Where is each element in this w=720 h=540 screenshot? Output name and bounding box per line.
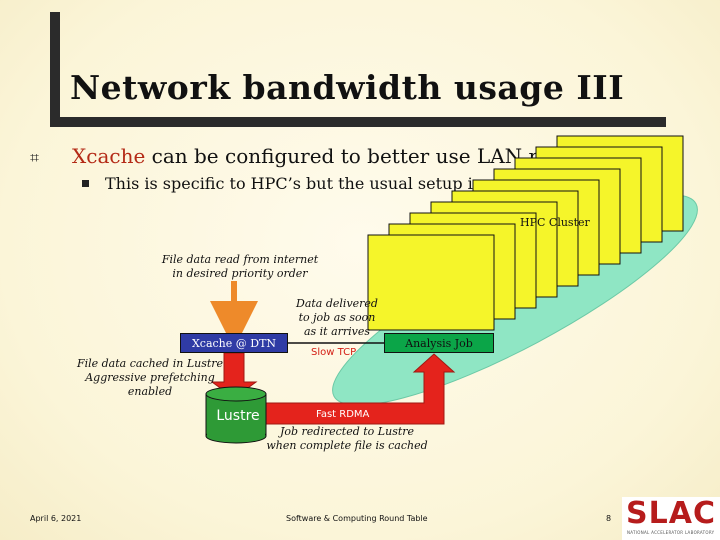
slow-tcp-label: Slow TCP [311, 347, 357, 358]
slac-logo-text: SLAC [626, 496, 716, 531]
job-redirected-line-2: when complete file is cached [266, 439, 428, 452]
xcache-dtn-box: Xcache @ DTN [180, 333, 288, 353]
job-redirected-caption: Job redirected to Lustre when complete f… [262, 425, 432, 453]
data-delivered-line-3: as it arrives [303, 325, 371, 338]
page-number: 8 [606, 514, 612, 523]
lustre-cylinder [205, 386, 267, 444]
slac-logo-subtext: NATIONAL ACCELERATOR LABORATORY [627, 530, 715, 535]
data-delivered-line-1: Data delivered [296, 297, 378, 310]
hpc-cluster-label: HPC Cluster [520, 216, 590, 229]
lustre-label: Lustre [216, 408, 260, 424]
slide-title: Network bandwidth usage III [70, 68, 625, 107]
fast-rdma-label: Fast RDMA [316, 409, 370, 420]
small-square-bullet-icon [82, 180, 89, 187]
slac-logo: SLAC NATIONAL ACCELERATOR LABORATORY [622, 497, 720, 540]
title-accent-horizontal [50, 117, 666, 127]
file-cached-caption: File data cached in Lustre Aggressive pr… [62, 357, 238, 399]
footer-title: Software & Computing Round Table [286, 514, 428, 523]
file-cached-line-2: Aggressive prefetching enabled [85, 371, 215, 398]
title-accent-vertical [50, 12, 60, 124]
file-read-caption: File data read from internet in desired … [160, 253, 320, 281]
file-read-line-2: in desired priority order [172, 267, 308, 280]
bullet-1-highlight: Xcache [72, 144, 146, 168]
square-bullet-icon: ⌗ [30, 148, 40, 167]
data-delivered-caption: Data delivered to job as soon as it arri… [282, 297, 392, 339]
bullet-2: This is specific to HPC’s but the usual … [105, 174, 567, 193]
hpc-node-stack [367, 135, 684, 331]
red-arrow-lustre-to-analysis [263, 353, 456, 425]
file-cached-line-1: File data cached in Lustre [76, 357, 224, 370]
analysis-job-box: Analysis Job [384, 333, 494, 353]
job-redirected-line-1: Job redirected to Lustre [279, 425, 415, 438]
data-delivered-line-2: to job as soon [298, 311, 376, 324]
file-read-line-1: File data read from internet [161, 253, 319, 266]
hpc-node-box [367, 234, 495, 331]
footer-date: April 6, 2021 [30, 514, 82, 523]
